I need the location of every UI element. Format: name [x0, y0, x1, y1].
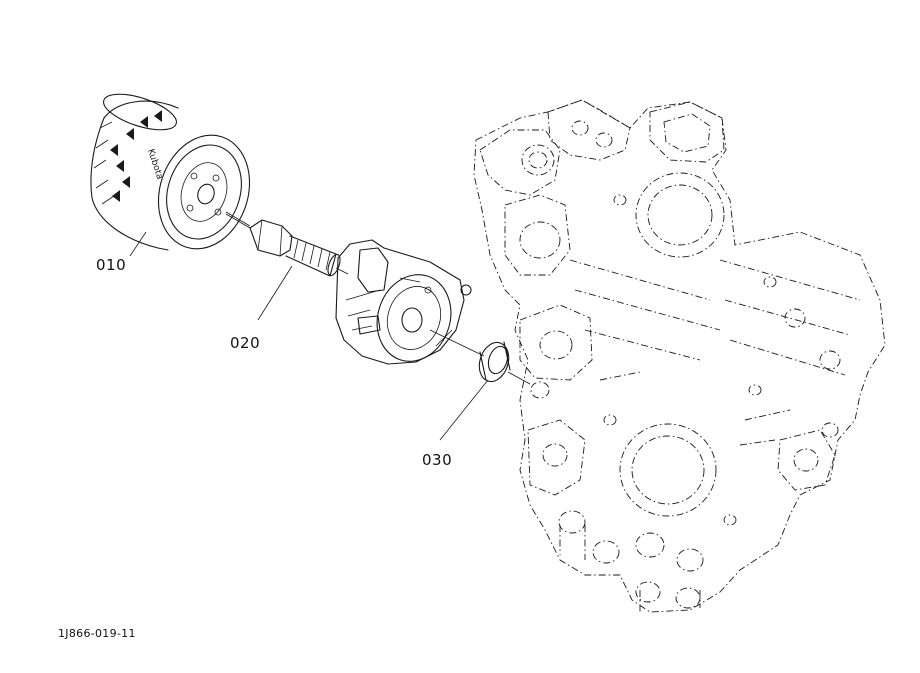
oil-filter-drawing: Kubota	[90, 93, 251, 251]
part-label-020[interactable]: 020	[230, 334, 261, 352]
joint-bolt-drawing	[225, 213, 341, 277]
part-label-010[interactable]: 010	[96, 256, 127, 274]
filter-brand-text: Kubota	[145, 148, 164, 181]
filter-logo-band: Kubota	[110, 110, 164, 202]
o-ring-drawing	[478, 341, 511, 383]
leader-line-020	[257, 265, 293, 321]
drawing-code: 1J866-019-11	[58, 627, 136, 640]
leader-line-010	[129, 231, 147, 257]
assembly-axis-line	[225, 211, 531, 385]
gear-case-drawing	[473, 99, 886, 613]
oil-cooler-drawing	[335, 239, 472, 365]
leader-line-030	[439, 379, 489, 441]
part-label-030[interactable]: 030	[422, 451, 453, 469]
